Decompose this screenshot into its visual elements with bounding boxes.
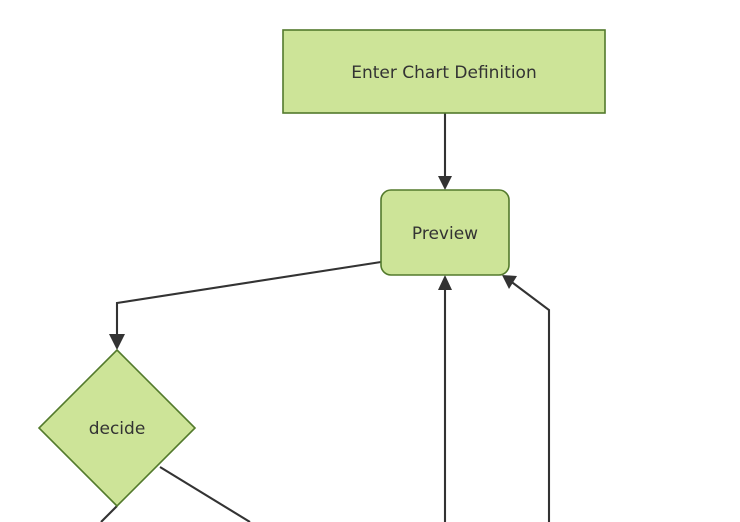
node-preview-shape[interactable] bbox=[380, 189, 510, 276]
edge-bottom-right-to-preview bbox=[502, 275, 551, 522]
node-decide-label: decide bbox=[89, 419, 146, 439]
node-decide[interactable]: decide bbox=[37, 348, 197, 508]
edge-bottom-right-to-preview-arrowhead bbox=[502, 275, 517, 289]
edge-definition-to-preview-arrowhead bbox=[438, 176, 452, 190]
edge-preview-to-decide bbox=[109, 260, 382, 350]
node-enter-chart-definition-label: Enter Chart Definition bbox=[351, 63, 536, 83]
edge-preview-to-decide-line bbox=[115, 260, 382, 341]
node-preview[interactable]: Preview bbox=[380, 189, 510, 276]
edge-decide-right-out-line bbox=[159, 466, 251, 522]
edge-decide-bottom-out-line bbox=[100, 505, 118, 522]
node-layer: Enter Chart Definition Preview decide bbox=[37, 29, 606, 508]
node-enter-chart-definition[interactable]: Enter Chart Definition bbox=[282, 29, 606, 114]
edge-layer bbox=[100, 113, 551, 522]
edge-bottom-right-to-preview-line bbox=[508, 279, 551, 522]
edge-bottom-center-to-preview bbox=[438, 275, 452, 522]
edge-definition-to-preview bbox=[438, 113, 452, 190]
edge-decide-right-out bbox=[159, 466, 251, 522]
node-enter-chart-definition-shape[interactable] bbox=[282, 29, 606, 114]
edge-decide-bottom-out bbox=[100, 505, 118, 522]
edge-preview-to-decide-arrowhead bbox=[109, 334, 125, 350]
node-preview-label: Preview bbox=[412, 224, 478, 244]
node-decide-shape[interactable] bbox=[37, 348, 197, 508]
edge-bottom-center-to-preview-arrowhead bbox=[438, 275, 452, 290]
